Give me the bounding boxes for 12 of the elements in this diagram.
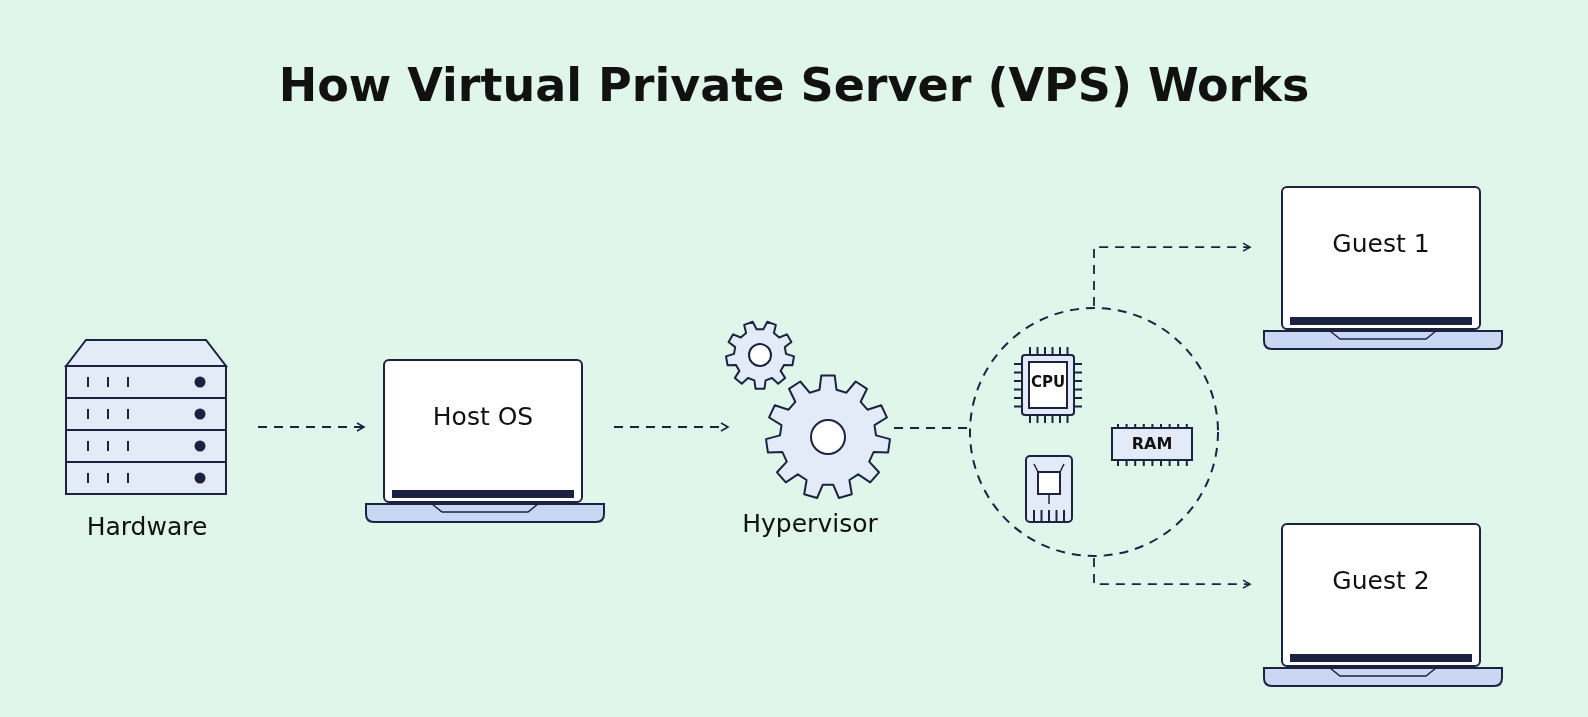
node-label: Host OS [431,402,535,431]
arrow [1093,242,1251,307]
chip-label: CPU [1029,373,1067,391]
node-label: Hardware [85,512,209,541]
arrow [257,422,365,432]
arrow [613,422,729,432]
node-label: Guest 2 [1331,566,1431,595]
node-label: Hypervisor [741,509,879,538]
arrow [1093,557,1251,589]
chip-label: RAM [1130,434,1174,453]
node-label: Guest 1 [1331,229,1431,258]
title: How Virtual Private Server (VPS) Works [277,58,1311,112]
